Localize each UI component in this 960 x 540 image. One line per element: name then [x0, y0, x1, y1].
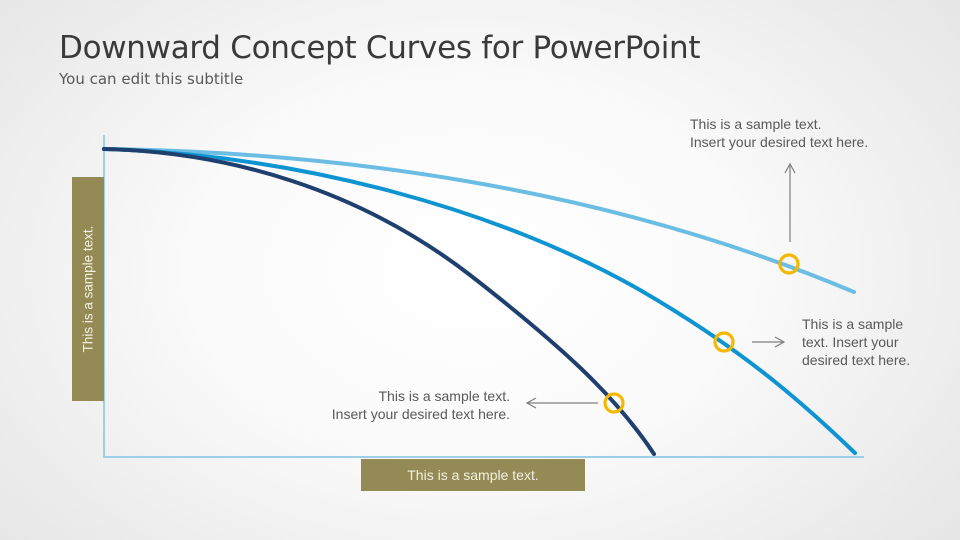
- y-axis-label: This is a sample text.: [80, 225, 96, 353]
- callout-line: Insert your desired text here.: [331, 406, 510, 422]
- callout-line: Insert your desired text here.: [690, 134, 869, 150]
- light-blue-curve: [102, 147, 856, 294]
- callout-line: This is a sample: [802, 316, 904, 332]
- marker-circle-dark: [603, 392, 625, 414]
- callout-line: text. Insert your: [802, 334, 899, 350]
- medium-blue-curve: [102, 147, 857, 455]
- callout-bottom-left: This is a sample text. Insert your desir…: [280, 387, 510, 423]
- dark-blue-curve: [102, 147, 656, 456]
- callout-line: This is a sample text.: [378, 388, 511, 404]
- slide-subtitle: You can edit this subtitle: [59, 70, 244, 88]
- callout-line: This is a sample text.: [690, 116, 822, 132]
- marker-circle-medium: [713, 331, 735, 353]
- x-axis-label-box: This is a sample text.: [361, 459, 585, 491]
- slide-title: Downward Concept Curves for PowerPoint: [59, 30, 701, 66]
- callout-top-right: This is a sample text. Insert your desir…: [690, 115, 868, 151]
- callout-line: desired text here.: [802, 352, 911, 368]
- marker-circle-light: [778, 253, 800, 275]
- x-axis-label: This is a sample text.: [407, 467, 539, 483]
- callout-middle-right: This is a sample text. Insert your desir…: [802, 315, 910, 369]
- y-axis-label-box: This is a sample text.: [72, 177, 104, 401]
